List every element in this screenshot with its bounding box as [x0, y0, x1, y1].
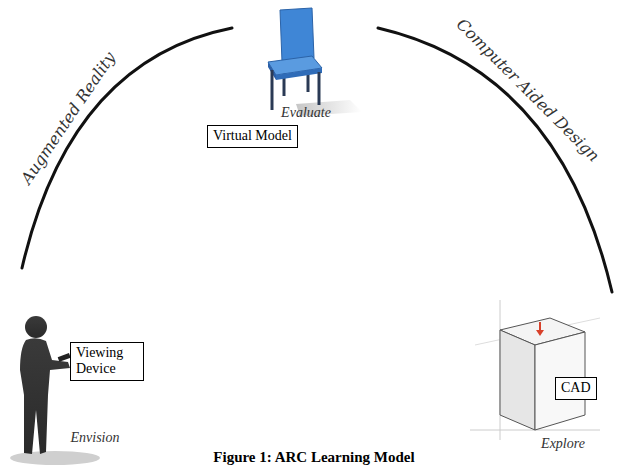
box-text: CAD — [561, 380, 591, 396]
box-text: Virtual Model — [213, 128, 292, 144]
text-box: Virtual Model — [207, 125, 298, 148]
arc-label: Augmented Reality — [17, 48, 119, 187]
chair-icon — [268, 8, 362, 116]
cad-cube — [470, 300, 600, 440]
text-box: CAD — [555, 377, 597, 400]
text-box: Viewing Device — [70, 342, 144, 381]
arc-label: Computer Aided Design — [453, 15, 604, 166]
figure-caption: Figure 1: ARC Learning Model — [0, 449, 628, 466]
stage-label: Envision — [71, 430, 120, 446]
stage-label: Explore — [541, 436, 585, 452]
stage-label: Evaluate — [281, 105, 331, 121]
box-text: Viewing Device — [76, 345, 138, 377]
